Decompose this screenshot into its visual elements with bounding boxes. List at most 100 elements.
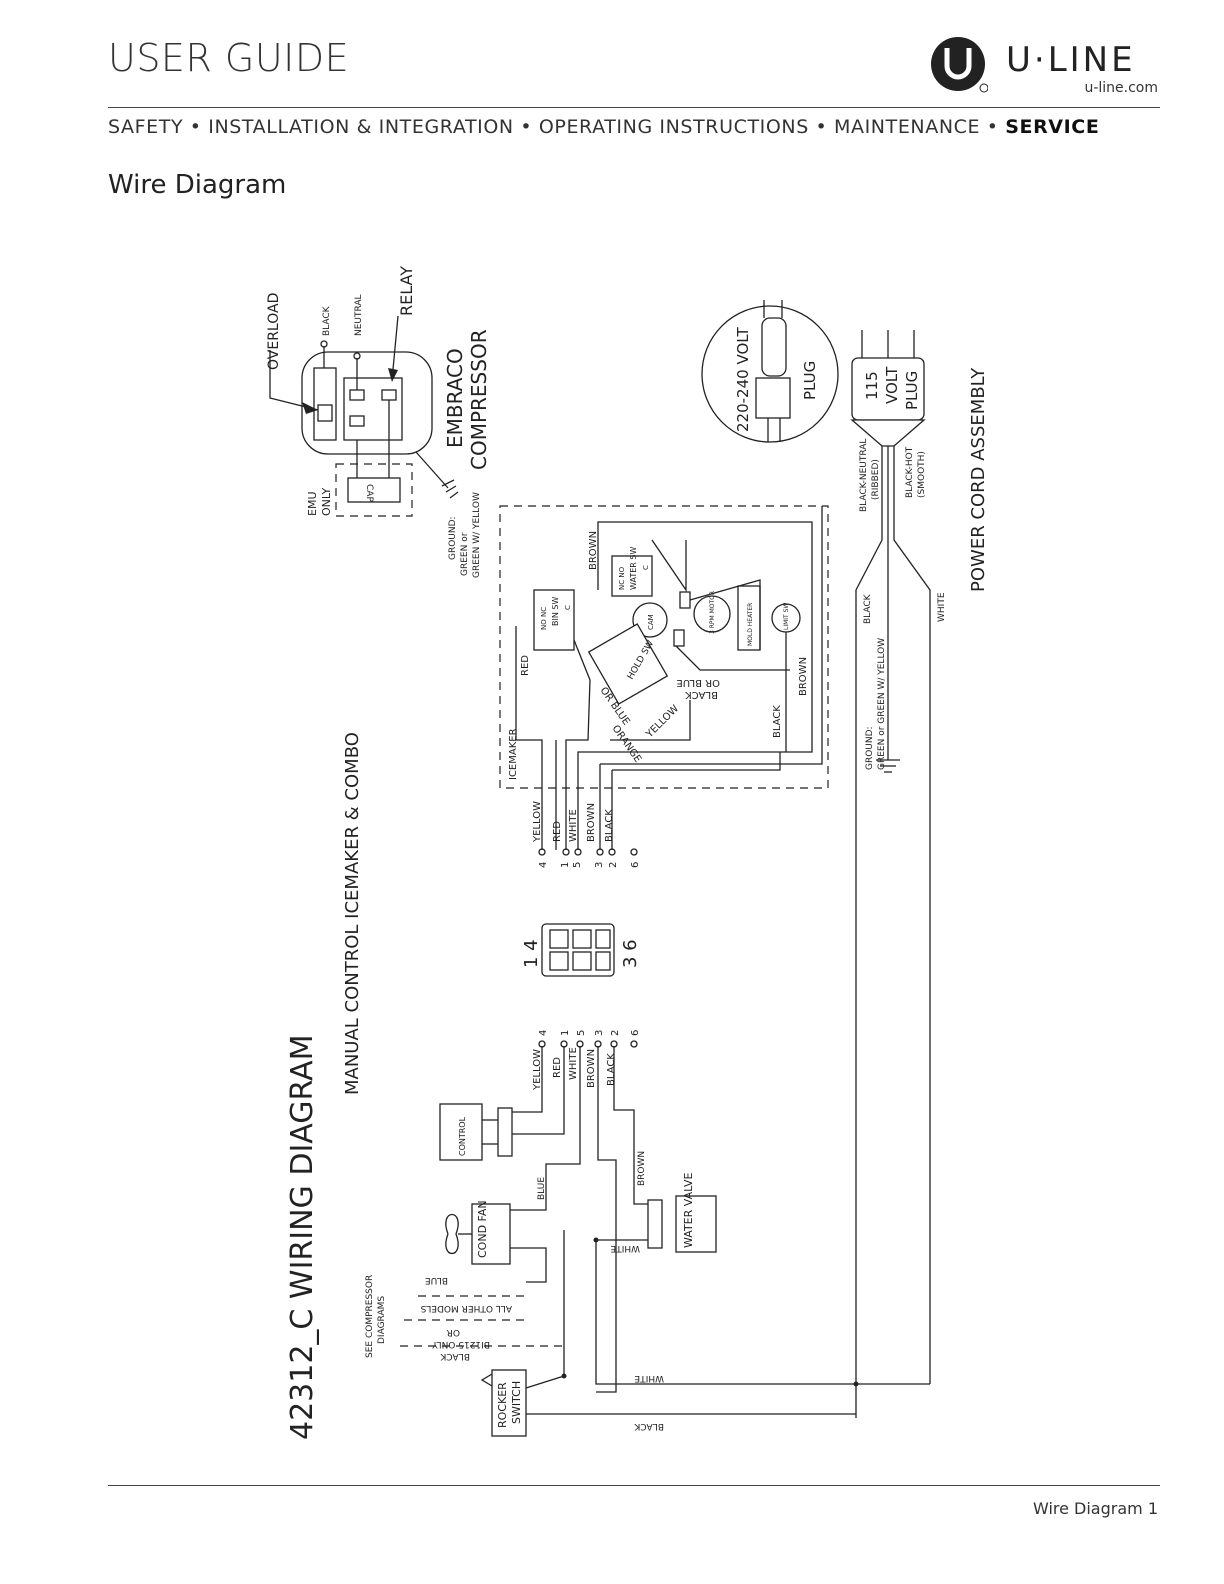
ice-red-label: RED — [520, 655, 531, 676]
header-divider — [108, 107, 1160, 108]
limit-sw-label: LIMIT SW — [783, 603, 790, 630]
ice-black-label: BLACK — [772, 705, 783, 738]
blue-wire-label: BLUE — [537, 1177, 547, 1200]
water-switch — [611, 555, 653, 597]
nav-item-installation[interactable]: INSTALLATION & INTEGRATION — [208, 116, 514, 138]
green-or-label: GREEN or — [460, 532, 470, 576]
mold-heater-label: MOLD HEATER — [747, 603, 754, 646]
power-cord-wires: BLACK WHITE GROUND: GREEN or GREEN W/ YE… — [855, 446, 947, 1418]
svg-text:1: 1 — [560, 1030, 571, 1036]
power-cord-label: POWER CORD ASSEMBLY — [968, 367, 989, 592]
svg-text:2: 2 — [608, 862, 619, 868]
svg-text:RED: RED — [552, 821, 563, 842]
pin-row-top: 4 1 5 3 2 6 YELLOW RED WHITE BROWN BLACK — [532, 801, 641, 868]
diagram-subtitle: MANUAL CONTROL ICEMAKER & COMBO — [342, 732, 363, 1095]
plug-220-label: 220-240 VOLT — [734, 326, 752, 432]
ice-orange-label: ORANGE — [610, 723, 644, 764]
cord-ground-label: GROUND: — [865, 726, 875, 770]
cam-label: CAM — [647, 614, 655, 630]
plug-220v: 220-240 VOLT PLUG — [701, 300, 839, 443]
svg-text:6: 6 — [630, 1030, 641, 1036]
fan-blade-icon — [445, 1213, 459, 1255]
switch-label: SWITCH — [510, 1381, 523, 1424]
overload-label: OVERLOAD — [266, 293, 282, 370]
diagram-title: 42312_C WIRING DIAGRAM — [285, 1034, 320, 1440]
diagrams-label: DIAGRAMS — [377, 1296, 387, 1344]
footer-divider — [108, 1485, 1160, 1486]
svg-text:5: 5 — [572, 862, 583, 868]
svg-text:3: 3 — [594, 862, 605, 868]
svg-text:RED: RED — [552, 1057, 563, 1078]
control-module: CONTROL — [439, 1103, 513, 1161]
page-footer-label: Wire Diagram 1 — [1032, 1499, 1158, 1518]
ice-black-2-label: BLACK — [685, 689, 718, 700]
ice-brown-2-label: BROWN — [798, 657, 809, 696]
svg-text:BLACK: BLACK — [606, 1053, 617, 1086]
nav-item-maintenance[interactable]: MAINTENANCE — [834, 116, 981, 138]
nav-separator: • — [986, 116, 999, 138]
ground-label: GROUND: — [448, 516, 458, 560]
svg-text:5: 5 — [576, 1030, 587, 1036]
hold-switch — [587, 623, 669, 705]
icemaker-label: ICEMAKER — [508, 728, 519, 780]
page-header-title: USER GUIDE — [108, 36, 350, 80]
ice-or-blue-2-label: OR BLUE — [676, 677, 720, 688]
water-sw-label: WATER SW — [629, 547, 638, 590]
ice-yellow-label: YELLOW — [644, 703, 682, 741]
svg-text:BROWN: BROWN — [586, 803, 597, 842]
bin-switch — [533, 589, 575, 651]
svg-text:NO NC: NO NC — [540, 607, 548, 630]
svg-text:3 6: 3 6 — [620, 939, 641, 968]
green-yellow-label: GREEN W/ YELLOW — [472, 492, 482, 578]
white-wire-2-label: WHITE — [634, 1373, 664, 1383]
compressor-block: CAP OVERLOAD BLACK NEUTRAL RELAY EMBRACO… — [266, 266, 491, 578]
black-wire-label: BLACK — [633, 1421, 664, 1431]
nav-item-operating[interactable]: OPERATING INSTRUCTIONS — [538, 116, 809, 138]
or-label: OR — [447, 1327, 460, 1337]
connector-plug: 1 4 3 6 — [521, 923, 641, 977]
section-nav: SAFETY • INSTALLATION & INTEGRATION • OP… — [108, 116, 1099, 138]
relay-label: RELAY — [397, 266, 416, 316]
motor — [693, 595, 731, 633]
brand-url: u-line.com — [1084, 80, 1158, 96]
all-other-label: ALL OTHER MODELS — [420, 1303, 512, 1313]
nav-separator: • — [189, 116, 202, 138]
water-valve: WATER VALVE — [647, 1172, 717, 1253]
neutral-label: NEUTRAL — [354, 294, 364, 336]
svg-text:C: C — [642, 565, 650, 570]
brown-wire-label: BROWN — [637, 1151, 647, 1186]
wire-black-label: BLACK — [863, 593, 873, 624]
black-label: BLACK — [322, 305, 332, 336]
svg-text:YELLOW: YELLOW — [532, 801, 543, 843]
black-hot-label: BLACK-HOT — [905, 446, 915, 498]
svg-text:YELLOW: YELLOW — [532, 1049, 543, 1091]
ice-brown-label: BROWN — [588, 531, 599, 570]
svg-text:NC NO: NC NO — [618, 566, 626, 590]
control-label: CONTROL — [458, 1116, 467, 1156]
rocker-label: ROCKER — [496, 1382, 509, 1428]
brand-wordmark: U·LINE — [1006, 40, 1136, 80]
svg-text:3: 3 — [594, 1030, 605, 1036]
svg-text:WHITE: WHITE — [568, 1047, 579, 1080]
nav-separator: • — [815, 116, 828, 138]
only-label: ONLY — [320, 487, 333, 516]
embraco-label: EMBRACO — [443, 348, 467, 448]
nav-separator: • — [520, 116, 533, 138]
white-wire-label: WHITE — [610, 1243, 640, 1253]
svg-text:BLACK: BLACK — [604, 809, 615, 842]
plug-label: PLUG — [801, 361, 819, 400]
blue-wire-2-label: BLUE — [425, 1275, 448, 1285]
nav-item-service[interactable]: SERVICE — [1005, 116, 1100, 138]
black-neutral-label: BLACK-NEUTRAL — [859, 439, 869, 512]
smooth-label: (SMOOTH) — [917, 451, 927, 498]
water-valve-label: WATER VALVE — [682, 1172, 695, 1248]
svg-text:1: 1 — [560, 862, 571, 868]
cam — [632, 602, 668, 638]
nav-item-safety[interactable]: SAFETY — [108, 116, 184, 138]
rocker-switch: ROCKER SWITCH — [480, 1369, 527, 1437]
condenser-fan: COND FAN — [445, 1200, 511, 1265]
svg-text:4: 4 — [538, 1030, 549, 1036]
lower-wiring: BLUE BROWN WHITE WHITE BLACK BLUE ALL OT… — [365, 1046, 930, 1431]
svg-text:4: 4 — [538, 862, 549, 868]
